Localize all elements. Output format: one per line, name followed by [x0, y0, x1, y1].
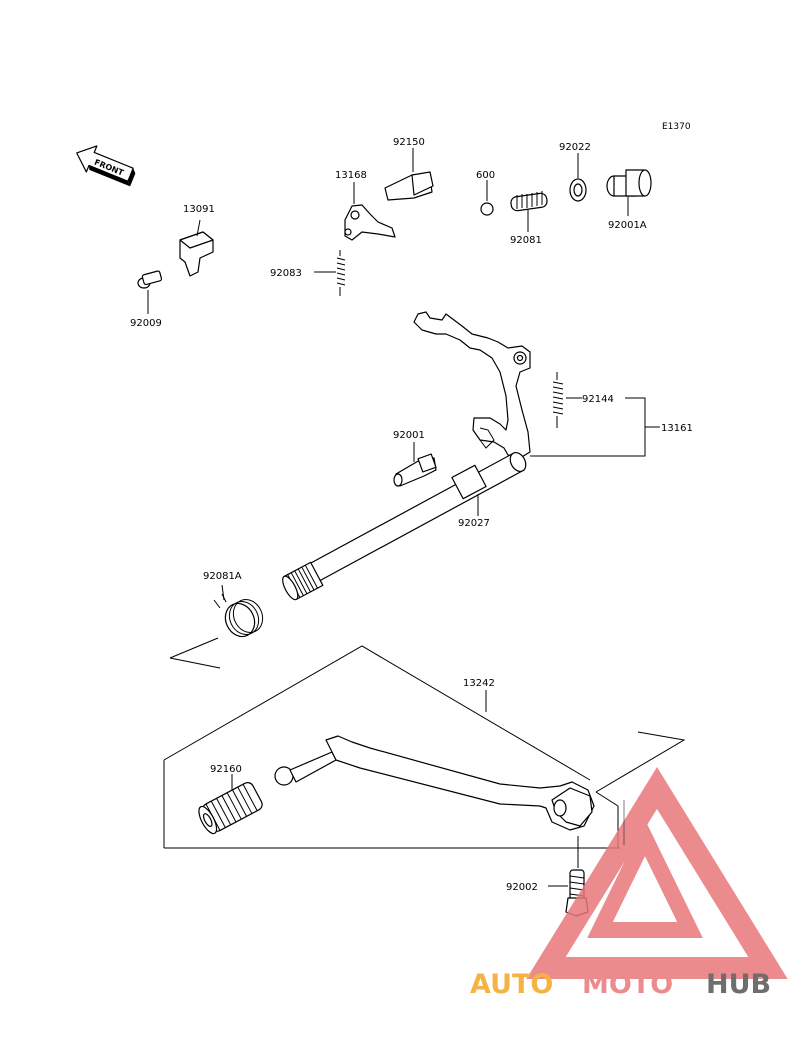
label-13161: 13161: [661, 423, 693, 434]
label-92150: 92150: [393, 137, 425, 148]
label-13091: 13091: [183, 204, 215, 215]
part-92083: 92083: [270, 250, 346, 296]
label-13168: 13168: [335, 170, 367, 181]
part-92009: 92009: [130, 270, 163, 329]
watermark-auto: AUTO: [470, 969, 553, 1000]
triangle-logo-icon: [526, 767, 788, 979]
part-13091: 13091: [179, 204, 215, 277]
watermark-hub: HUB: [706, 969, 771, 1000]
part-92160: 92160: [198, 764, 263, 835]
label-600: 600: [476, 170, 495, 181]
part-92150: 92150: [384, 137, 434, 201]
part-92144: 92144: [552, 372, 614, 428]
part-92001: 92001: [393, 430, 437, 487]
label-92144: 92144: [582, 394, 614, 405]
label-92160: 92160: [210, 764, 242, 775]
label-92009: 92009: [130, 318, 162, 329]
label-13242: 13242: [463, 678, 495, 689]
label-92081A: 92081A: [203, 571, 242, 582]
part-13161: 13161: [530, 397, 693, 457]
label-92001A: 92001A: [608, 220, 647, 231]
label-92027: 92027: [458, 518, 490, 529]
part-600: 600: [476, 170, 495, 216]
part-92027: 92027: [282, 451, 527, 601]
part-13161-arm: [413, 311, 531, 459]
watermark-moto: MOTO: [582, 969, 673, 1000]
label-92001: 92001: [393, 430, 425, 441]
label-92022: 92022: [559, 142, 591, 153]
front-arrow-icon: FRONT: [76, 145, 136, 187]
part-92081A: 92081A: [203, 571, 264, 638]
label-92002: 92002: [506, 882, 538, 893]
part-13242-pedal: [274, 735, 595, 831]
assembly-13242-outline: 13242: [163, 637, 686, 849]
part-13168: 13168: [335, 170, 396, 241]
watermark-logo: AUTO MOTO HUB: [470, 767, 788, 1000]
part-92001A: 92001A: [606, 169, 652, 231]
part-92022: 92022: [559, 142, 591, 202]
label-92083: 92083: [270, 268, 302, 279]
diagram-code: E1370: [662, 122, 691, 132]
label-92081: 92081: [510, 235, 542, 246]
part-92081: 92081: [510, 191, 548, 246]
